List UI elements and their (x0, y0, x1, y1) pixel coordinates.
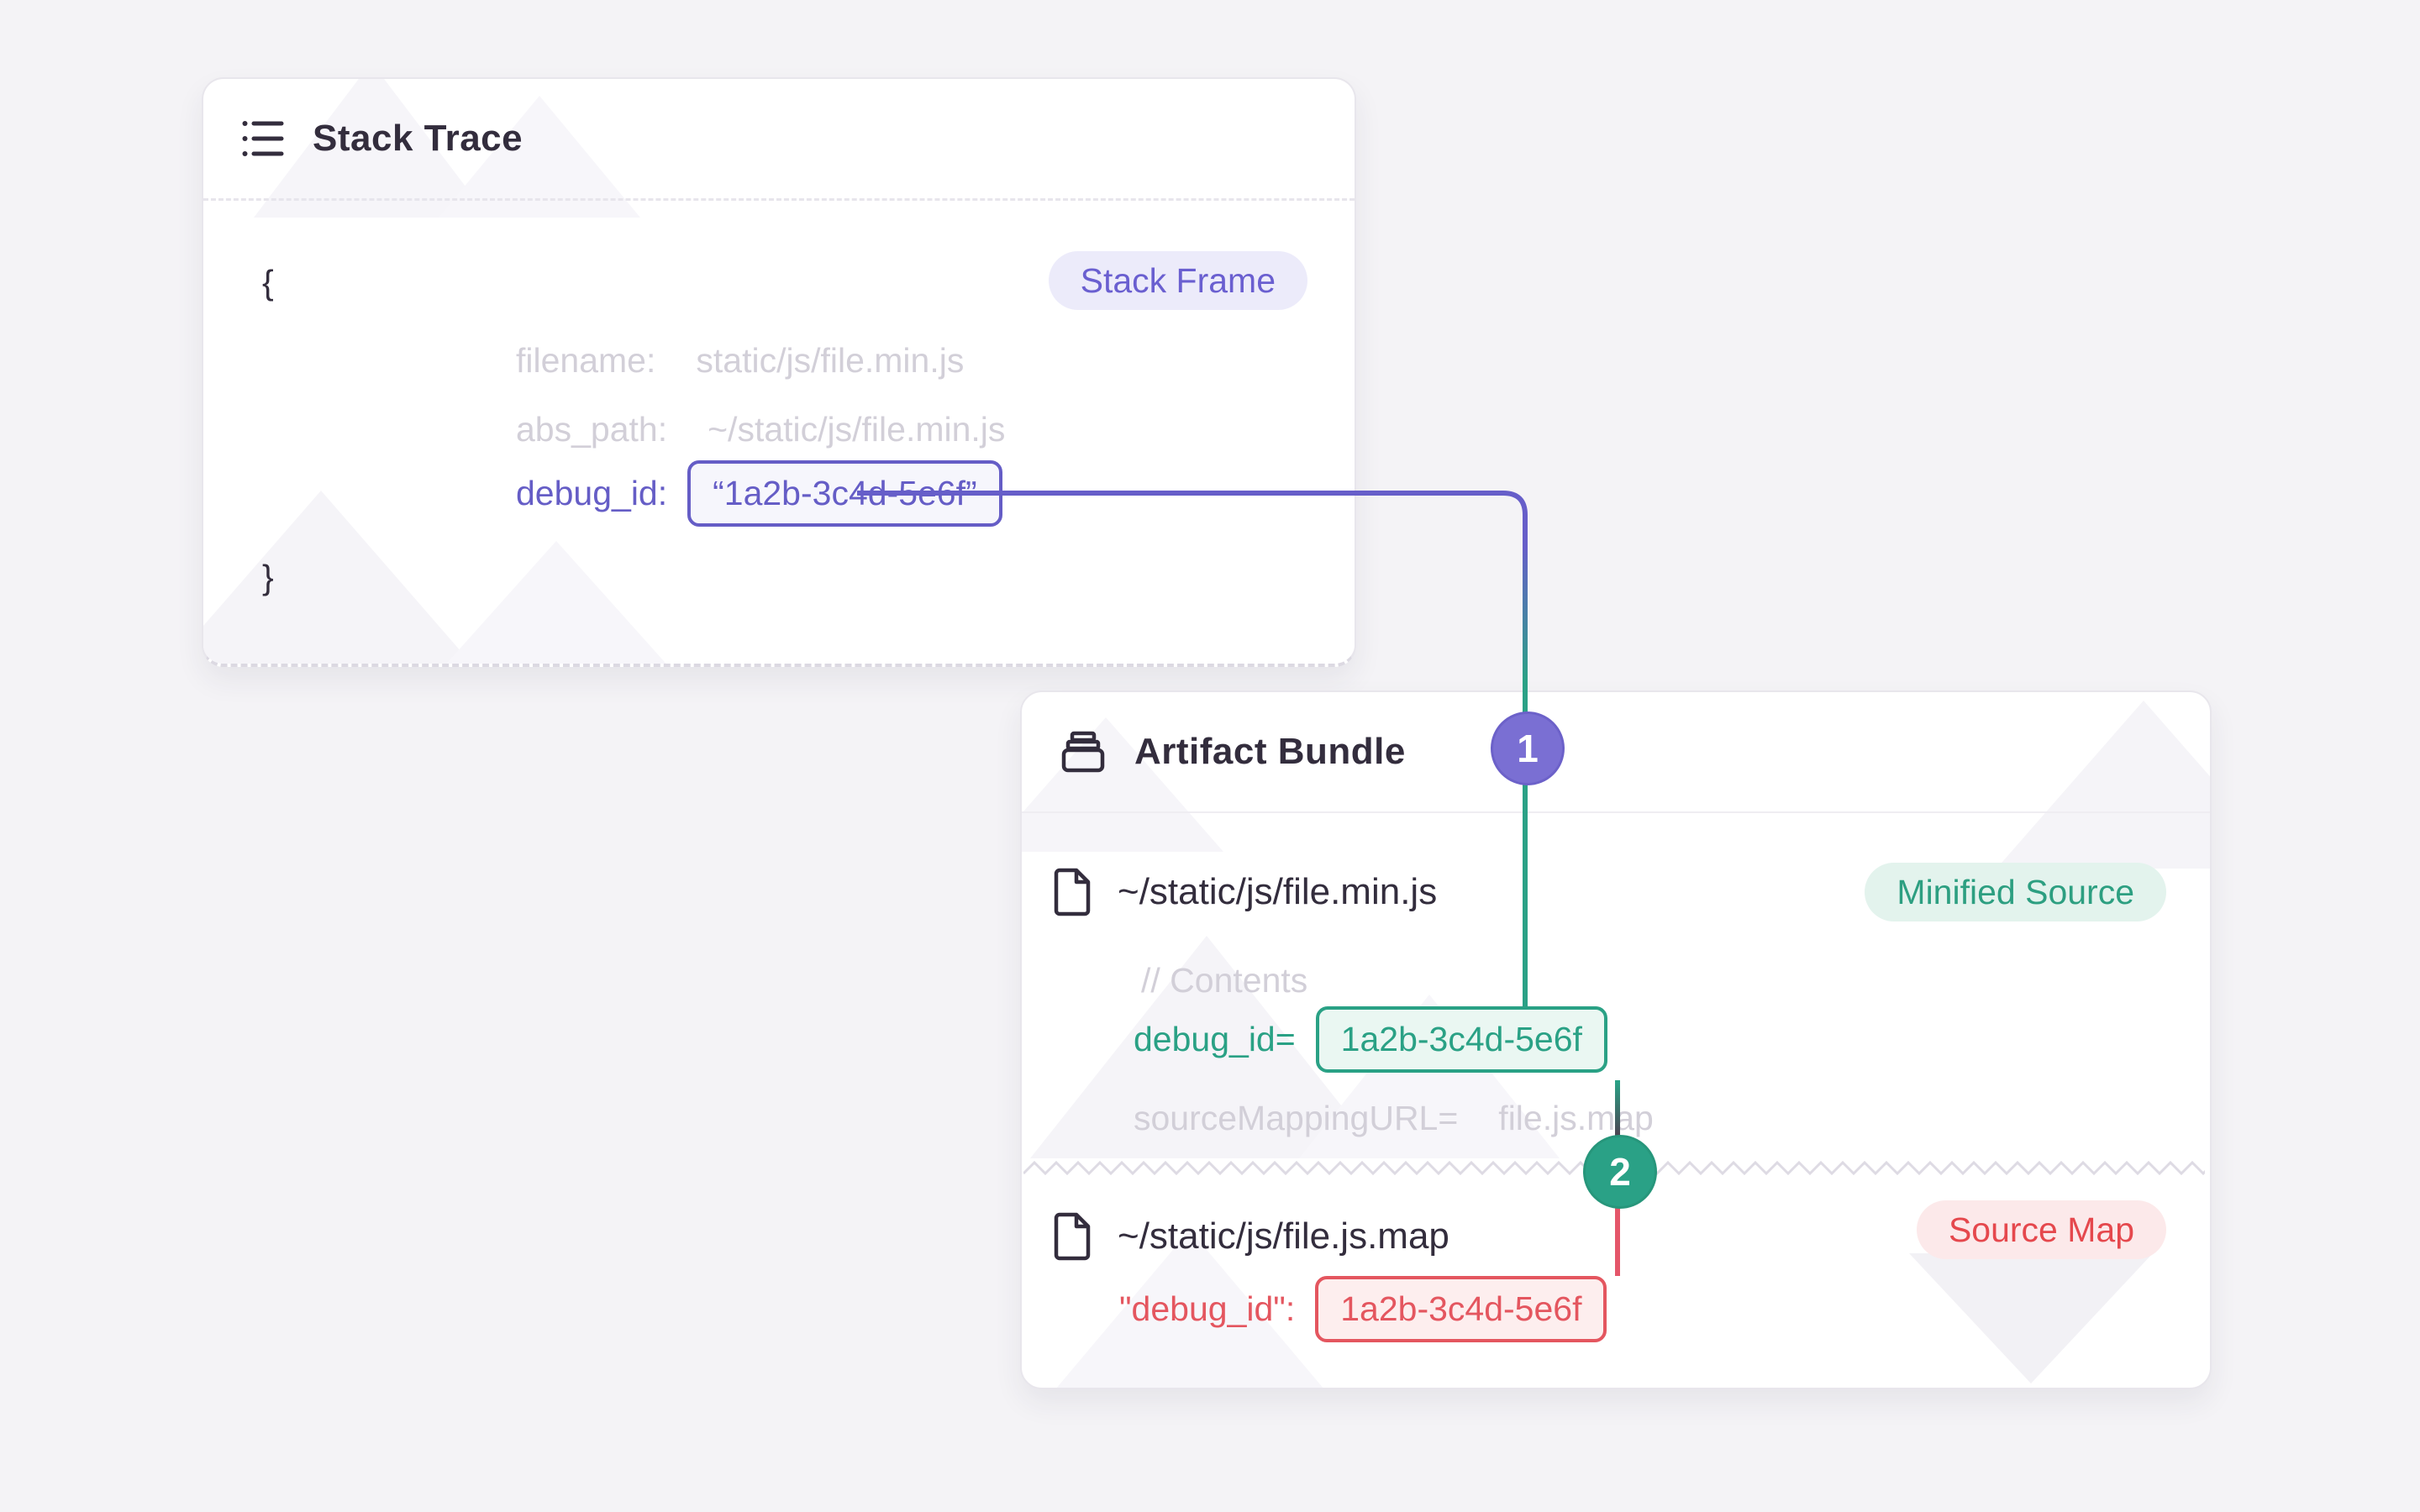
artifact-bundle-title: Artifact Bundle (1134, 731, 1406, 772)
source-mapping-url-row: sourceMappingURL= file.js.map (1134, 1099, 1654, 1137)
stack-trace-title: Stack Trace (313, 118, 523, 159)
code-close-brace: } (262, 558, 274, 596)
bundle-debug-id-row: debug_id= 1a2b-3c4d-5e6f (1134, 1006, 1607, 1073)
artifact-bundle-header: Artifact Bundle (1022, 692, 2210, 813)
sourcemap-file-row: ~/static/js/file.js.map (1054, 1207, 1449, 1266)
watermark-mountain (1996, 701, 2210, 869)
minified-source-badge: Minified Source (1865, 863, 2166, 921)
watermark-mountain-inverted (1909, 1253, 2153, 1383)
code-open-brace: { (262, 263, 274, 302)
watermark-mountain (1055, 1230, 1324, 1388)
source-map-badge: Source Map (1916, 1200, 2166, 1259)
stack-frame-badge: Stack Frame (1048, 251, 1307, 310)
list-icon (242, 121, 284, 156)
contents-comment: // Contents (1141, 961, 1308, 1000)
artifact-bundle-card: Artifact Bundle ~/static/js/file.min.js … (1020, 690, 2212, 1389)
code-line-filename: filename: static/js/file.min.js (516, 341, 965, 380)
archive-box-icon (1061, 731, 1105, 773)
code-line-abs-path: abs_path: ~/static/js/file.min.js (516, 410, 1006, 449)
debug-id-value-sourcemap: 1a2b-3c4d-5e6f (1315, 1276, 1607, 1342)
minified-filename: ~/static/js/file.min.js (1118, 871, 1438, 912)
watermark-mountain (413, 541, 699, 664)
minified-file-row: ~/static/js/file.min.js (1054, 863, 1437, 921)
sourcemap-debug-id-row: "debug_id": 1a2b-3c4d-5e6f (1119, 1276, 1607, 1342)
file-icon (1054, 1212, 1091, 1261)
debug-id-value-stack: “1a2b-3c4d-5e6f” (687, 460, 1002, 527)
step-1-circle: 1 (1491, 711, 1565, 785)
debug-id-value-bundle: 1a2b-3c4d-5e6f (1315, 1006, 1607, 1073)
code-line-debug-id: debug_id: “1a2b-3c4d-5e6f” (516, 460, 1002, 527)
watermark-mountain (439, 96, 640, 218)
sourcemap-filename: ~/static/js/file.js.map (1118, 1215, 1449, 1257)
stack-trace-header: Stack Trace (203, 79, 1355, 201)
stack-trace-card: Stack Trace Stack Frame { filename: stat… (202, 77, 1356, 667)
file-icon (1054, 868, 1091, 916)
watermark-mountain (1022, 717, 1223, 852)
step-2-circle: 2 (1583, 1135, 1657, 1209)
